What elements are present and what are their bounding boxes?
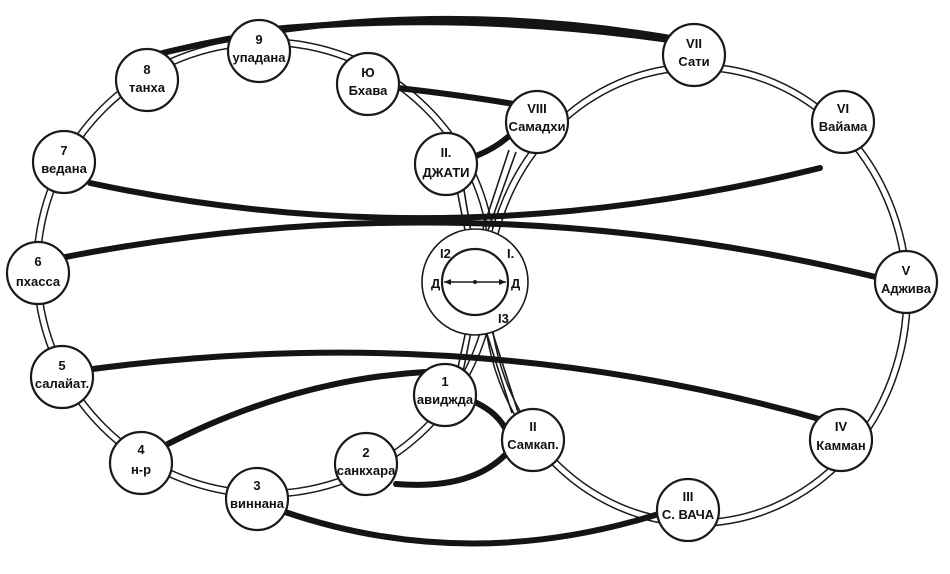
link-7-6 (87, 165, 823, 222)
node-7-label: ведана (41, 161, 87, 176)
node-7: 7 ведана (31, 129, 97, 195)
node-r3-number: III (683, 489, 694, 504)
node-r7: VII Сати (661, 22, 727, 88)
node-5: 5 салайат. (29, 344, 95, 410)
node-1: 1 авиджда (412, 362, 478, 428)
node-6-label: пхасса (16, 274, 61, 289)
node-5-number: 5 (58, 358, 65, 373)
node-8: 8 танха (114, 47, 180, 113)
node-9: 9 упадана (226, 18, 292, 84)
node-11-label: ДЖАТИ (422, 165, 469, 180)
node-10-number: Ю (361, 65, 374, 80)
node-r2-label: Самкап. (507, 437, 559, 452)
center-label-d-left: Д (431, 276, 441, 291)
link-4-1 (157, 369, 428, 451)
node-1-number: 1 (441, 374, 448, 389)
center-label-13: I3 (498, 311, 509, 326)
node-r6-number: VI (837, 101, 849, 116)
node-3: 3 виннана (224, 466, 290, 532)
node-11-number: II. (441, 145, 452, 160)
node-1-label: авиджда (417, 392, 474, 407)
link-3-3 (282, 509, 668, 547)
nodes: 1 авиджда 2 санкхара 3 виннана 4 н-р 5 с… (5, 18, 939, 543)
node-5-label: салайат. (35, 376, 89, 391)
link-5-4 (82, 349, 833, 425)
node-r2: II Самкап. (500, 407, 566, 473)
node-9-label: упадана (233, 50, 287, 65)
node-r3: III С. ВАЧА (655, 477, 721, 543)
node-r6: VI Вайама (810, 89, 876, 155)
node-r3-label: С. ВАЧА (662, 507, 715, 522)
node-2-number: 2 (362, 445, 369, 460)
node-r7-number: VII (686, 36, 702, 51)
node-r4-number: IV (835, 419, 848, 434)
node-r8-label: Самадхи (509, 119, 566, 134)
node-10-label: Бхава (349, 83, 389, 98)
node-r8: VIII Самадхи (504, 89, 570, 155)
node-9-number: 9 (255, 32, 262, 47)
node-4-number: 4 (137, 442, 145, 457)
node-r4: IV Камман (808, 407, 874, 473)
node-6-number: 6 (34, 254, 41, 269)
node-r8-number: VIII (527, 101, 547, 116)
node-4: 4 н-р (108, 430, 174, 496)
node-r5-number: V (902, 263, 911, 278)
node-8-label: танха (129, 80, 166, 95)
thick-links (57, 15, 883, 547)
node-r2-number: II (529, 419, 536, 434)
node-r5-label: Адживa (881, 281, 932, 296)
node-3-label: виннана (230, 496, 285, 511)
node-4-label: н-р (131, 462, 151, 477)
center-label-12: I2 (440, 246, 451, 261)
center-compass: I2 I. I3 Д Д (421, 228, 529, 336)
node-2: 2 санкхара (333, 431, 399, 497)
node-11: II. ДЖАТИ (413, 131, 479, 197)
node-8-number: 8 (143, 62, 150, 77)
node-10: Ю Бхава (335, 51, 401, 117)
link-10-8 (395, 85, 517, 107)
node-7-number: 7 (60, 143, 67, 158)
link-6-5 (57, 219, 883, 281)
link-2-2 (393, 452, 508, 488)
node-r6-label: Вайама (819, 119, 868, 134)
node-6: 6 пхасса (5, 240, 71, 306)
node-r5: V Адживa (873, 249, 939, 315)
node-r7-label: Сати (678, 54, 709, 69)
node-r4-label: Камман (816, 438, 865, 453)
node-3-number: 3 (253, 478, 260, 493)
node-2-label: санкхара (337, 463, 396, 478)
link-9-7 (259, 19, 685, 45)
center-label-d-right: Д (511, 276, 521, 291)
center-label-1: I. (507, 246, 514, 261)
